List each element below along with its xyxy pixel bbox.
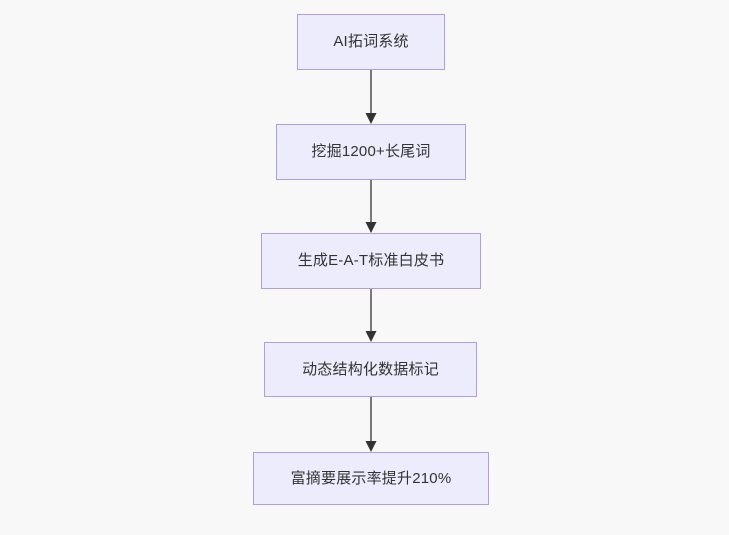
flowchart-node-mine-longtail-keywords[interactable]: 挖掘1200+长尾词: [276, 124, 466, 180]
flowchart-node-rich-snippet-rate-increase[interactable]: 富摘要展示率提升210%: [253, 452, 489, 505]
edge-n1-n2: [361, 68, 381, 126]
edge-arrowhead-icon: [365, 331, 377, 342]
flowchart-node-generate-eat-whitepaper[interactable]: 生成E-A-T标准白皮书: [261, 233, 481, 289]
node-label: 挖掘1200+长尾词: [311, 143, 431, 160]
edge-arrowhead-icon: [365, 441, 377, 452]
flowchart-node-dynamic-structured-data-markup[interactable]: 动态结构化数据标记: [264, 342, 477, 397]
node-label: AI拓词系统: [333, 33, 409, 50]
node-label: 生成E-A-T标准白皮书: [297, 252, 445, 269]
edge-n4-n5: [361, 395, 381, 454]
edge-arrowhead-icon: [365, 113, 377, 124]
edge-n3-n4: [361, 287, 381, 344]
node-label: 富摘要展示率提升210%: [290, 469, 452, 487]
edge-n2-n3: [361, 178, 381, 235]
edge-arrowhead-icon: [365, 222, 377, 233]
flowchart-node-ai-keyword-system[interactable]: AI拓词系统: [297, 14, 445, 70]
node-label: 动态结构化数据标记: [302, 360, 439, 378]
